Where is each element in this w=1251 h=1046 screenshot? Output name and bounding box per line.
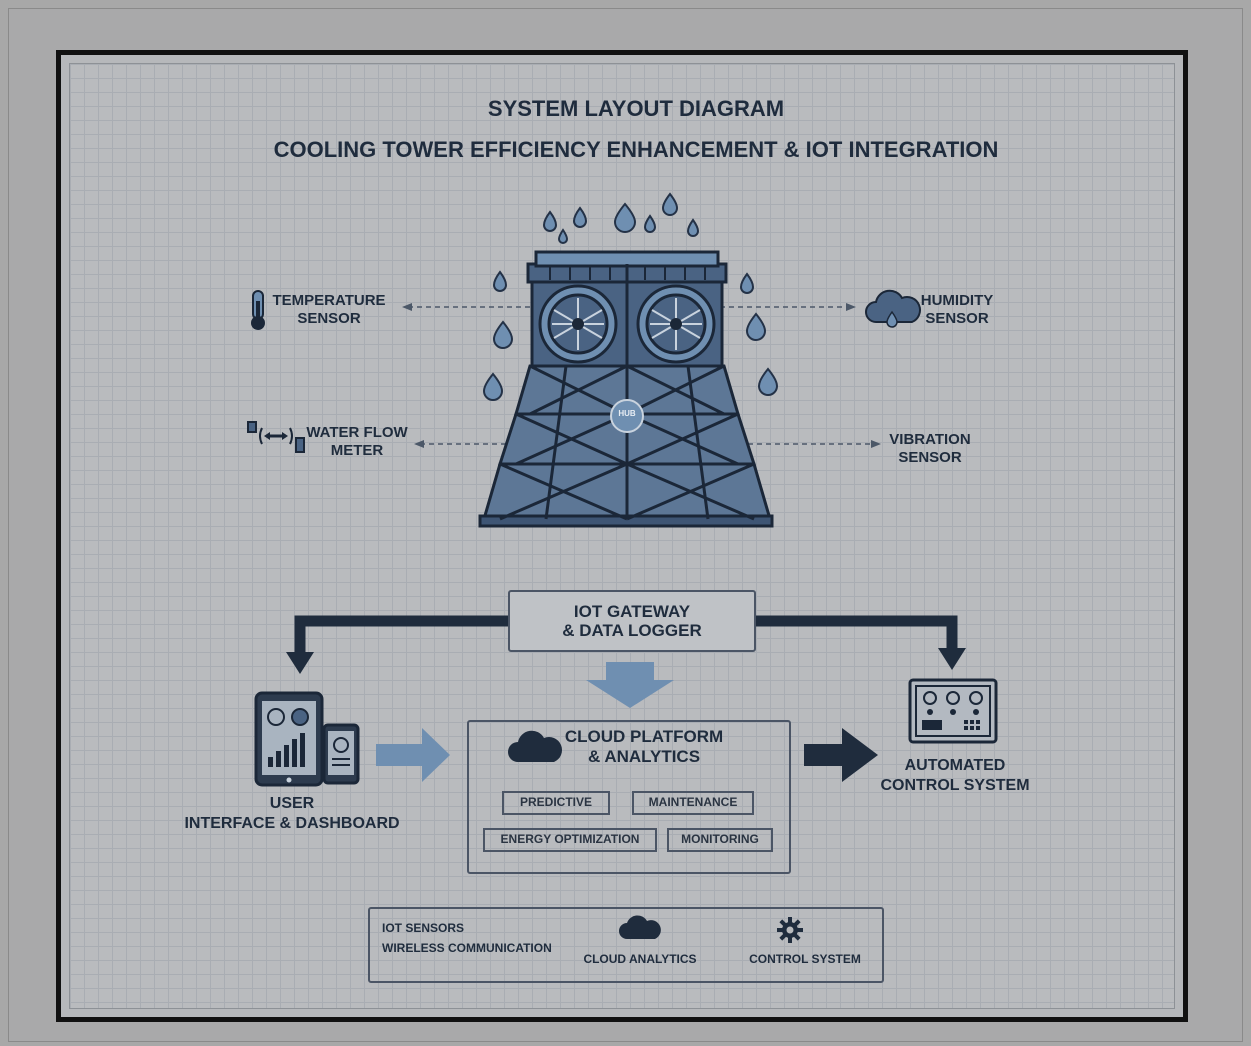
legend-control-system: CONTROL SYSTEM [749,952,861,966]
chip-predictive: PREDICTIVE [502,791,610,815]
gear-icon [777,917,803,943]
legend-cloud-analytics: CLOUD ANALYTICS [583,952,697,966]
flow-arrows [286,615,966,782]
chip-maintenance: MAINTENANCE [632,791,754,815]
control-system-label: AUTOMATED CONTROL SYSTEM [880,757,1030,794]
humidity-cloud-icon [865,289,921,328]
iot-gateway-box [508,590,756,652]
legend-wireless: WIRELESS COMMUNICATION [382,941,552,955]
chip-energy-optimization: ENERGY OPTIMIZATION [483,828,657,852]
vibration-sensor-label: VIBRATION SENSOR [889,431,971,466]
cloud-icon [508,730,562,762]
diagram-subtitle: COOLING TOWER EFFICIENCY ENHANCEMENT & I… [273,137,999,162]
water-flow-meter-icon [247,421,305,453]
cloud-platform-box [467,720,791,874]
hub-icon [610,399,644,433]
cooling-tower-illustration [402,192,881,528]
humidity-sensor-label: HUMIDITY SENSOR [920,292,994,327]
diagram-title: SYSTEM LAYOUT DIAGRAM [487,96,785,121]
chip-monitoring: MONITORING [667,828,773,852]
cloud-platform-label: CLOUD PLATFORM & ANALYTICS [564,727,724,766]
tablet-phone-icon [254,691,360,787]
water-droplets [482,192,779,401]
grid-paper: SYSTEM LAYOUT DIAGRAM COOLING TOWER EFFI… [69,63,1175,1009]
control-panel-icon [908,678,998,744]
iot-gateway-label: IOT GATEWAY & DATA LOGGER [562,602,702,640]
temperature-sensor-label: TEMPERATURE SENSOR [272,292,386,327]
diagram-frame: SYSTEM LAYOUT DIAGRAM COOLING TOWER EFFI… [56,50,1188,1022]
page-background: SYSTEM LAYOUT DIAGRAM COOLING TOWER EFFI… [8,8,1243,1042]
user-interface-label: USER INTERFACE & DASHBOARD [184,795,400,832]
hub-label: HUB [618,409,636,418]
thermometer-icon [251,290,265,330]
legend-iot-sensors: IOT SENSORS [382,921,465,935]
water-flow-meter-label: WATER FLOW METER [306,424,408,459]
legend-cloud-icon [619,915,661,939]
legend-box [368,907,884,983]
